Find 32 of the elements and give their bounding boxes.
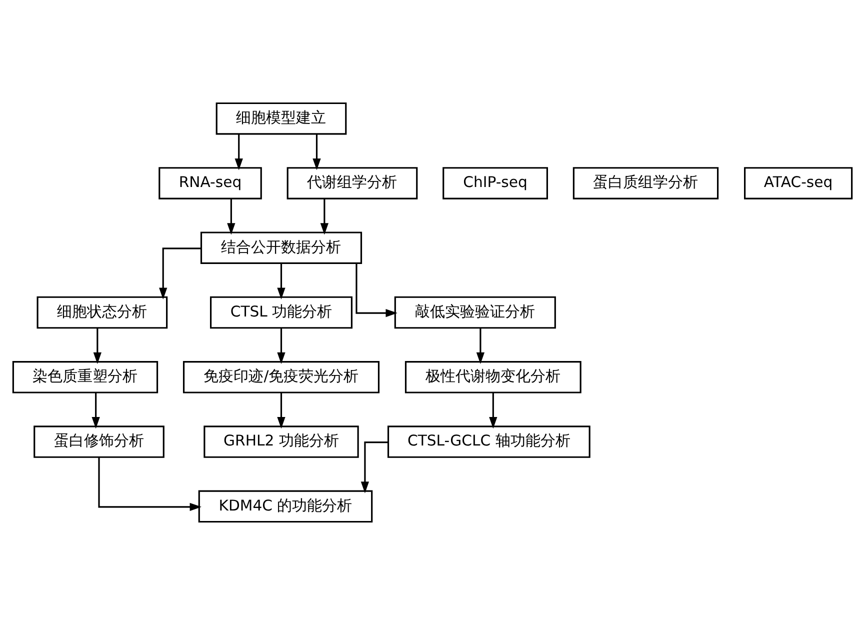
arrow — [320, 198, 329, 234]
arrow — [277, 392, 286, 428]
arrow — [489, 392, 498, 428]
node-box: 敲低实验验证分析 — [394, 296, 556, 328]
node-box: CTSL 功能分析 — [210, 296, 352, 328]
node-box: 蛋白质组学分析 — [572, 166, 719, 199]
node-box: GRHL2 功能分析 — [204, 425, 359, 458]
node-box: 细胞状态分析 — [36, 296, 168, 328]
arrow — [159, 247, 202, 299]
arrow — [356, 262, 398, 317]
node-box: ChIP-seq — [442, 166, 548, 199]
arrow — [227, 198, 236, 234]
node-box: CTSL-GCLC 轴功能分析 — [387, 425, 590, 458]
node-box: 蛋白修饰分析 — [34, 425, 164, 458]
node-box: 染色质重塑分析 — [12, 360, 158, 393]
node-box: 免疫印迹/免疫荧光分析 — [182, 360, 380, 393]
arrow — [360, 441, 388, 493]
arrow — [476, 328, 485, 364]
node-box: 代谢组学分析 — [286, 166, 418, 199]
node-box: 细胞模型建立 — [216, 102, 347, 134]
node-box: 极性代谢物变化分析 — [404, 360, 582, 393]
arrow — [98, 456, 202, 511]
arrow — [234, 134, 243, 170]
node-box: RNA-seq — [158, 166, 262, 199]
node-box: ATAC-seq — [744, 166, 853, 199]
arrow — [312, 134, 321, 170]
node-box: KDM4C 的功能分析 — [198, 490, 373, 522]
arrow — [277, 328, 286, 364]
node-box: 结合公开数据分析 — [200, 231, 362, 264]
arrow — [277, 263, 286, 299]
arrow — [92, 392, 100, 428]
arrow — [93, 328, 102, 364]
